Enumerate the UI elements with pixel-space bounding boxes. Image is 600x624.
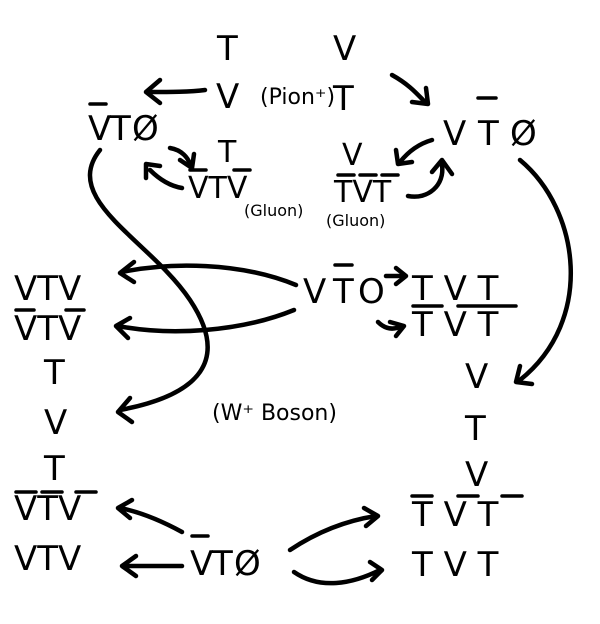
pion-t-bottom: T xyxy=(332,79,354,119)
arrow-right-loop-left xyxy=(397,137,435,165)
arrow-bottom-to-right-row2 xyxy=(291,567,383,586)
pion-group: T V V T (Pion⁺) xyxy=(216,29,356,119)
arrowhead-bottom-to-left-row2 xyxy=(119,553,139,579)
arrowhead-right-loop-up xyxy=(429,157,455,177)
left-top-node-o: Ø xyxy=(132,109,159,149)
right-stack-v-1: V xyxy=(465,357,488,397)
left-stack: VTV VTV T V T xyxy=(14,269,86,489)
arrowhead-left-loop-down xyxy=(177,151,197,171)
left-top-node-t: T xyxy=(109,109,131,149)
right-top-node-t: T xyxy=(477,114,499,154)
right-top-node-o: Ø xyxy=(510,114,537,154)
bottom-right-row-2: T V T xyxy=(411,545,499,585)
left-stack-t-2: T xyxy=(43,449,65,489)
gluon-left-row: VTV xyxy=(188,171,248,206)
left-stack-row-1: VTV xyxy=(14,269,81,309)
left-stack-row-2: VTV xyxy=(14,309,81,349)
right-stack-t: T xyxy=(464,409,486,449)
arrow-bottom-to-left-row1 xyxy=(117,505,185,535)
bottom-right-row-1: T V T xyxy=(411,495,499,535)
arrow-bottom-to-right-row1 xyxy=(287,513,379,553)
bottom-center-node: V T Ø xyxy=(190,534,261,584)
arrow-pion-to-left xyxy=(145,87,208,95)
right-top-node-v: V xyxy=(443,114,466,154)
arrowhead-pion-to-right xyxy=(409,85,431,107)
right-block-row-1: T V T xyxy=(411,269,499,309)
pion-v-bottom: V xyxy=(216,77,239,117)
right-top-node: V T Ø xyxy=(443,96,537,154)
bottom-node-v: V xyxy=(190,544,213,584)
arrowhead-bottom-to-right-row2 xyxy=(367,559,385,583)
arrowhead-pion-to-left xyxy=(143,77,163,106)
right-block: T V T T V T xyxy=(411,269,518,345)
middle-node-o: O xyxy=(358,272,385,312)
bottom-right-rows: T V T T V T xyxy=(410,494,524,585)
arrowhead-bottom-to-right-row1 xyxy=(361,505,381,529)
middle-center-node: V T O xyxy=(303,263,385,312)
arrow-right-loop-up xyxy=(405,162,445,199)
pion-v-top: V xyxy=(333,29,356,69)
left-top-node: V T Ø xyxy=(88,102,159,149)
gluon-left-label: (Gluon) xyxy=(244,201,303,220)
arrow-left-long-curve xyxy=(87,147,210,413)
pion-t-top: T xyxy=(216,29,238,69)
left-stack-v: V xyxy=(44,403,67,443)
arrowhead-left-loop-up xyxy=(143,161,163,181)
middle-node-t: T xyxy=(332,272,354,312)
arrowhead-right-long-curve xyxy=(513,363,535,387)
gluon-right-row: TVT xyxy=(333,175,392,210)
arrowhead-middle-to-left-row2 xyxy=(113,315,133,341)
arrow-pion-to-right xyxy=(389,72,428,105)
arrow-right-long-curve xyxy=(517,157,574,383)
bottom-left-rows: VTV VTV xyxy=(14,489,98,579)
arrow-middle-to-left-row2 xyxy=(115,307,297,334)
right-stack-v-2: V xyxy=(465,455,488,495)
left-top-node-v: V xyxy=(88,109,111,149)
arrowhead-middle-to-right-row1 xyxy=(393,265,409,287)
bottom-node-o: Ø xyxy=(234,544,261,584)
gluon-right-group: V TVT (Gluon) xyxy=(326,138,400,230)
bottom-left-row-2: VTV xyxy=(14,539,81,579)
arrowhead-right-loop-left xyxy=(393,147,415,167)
bottom-left-row-1: VTV xyxy=(14,489,81,529)
arrowhead-middle-to-right-row2 xyxy=(387,319,407,339)
arrowhead-middle-to-left-row1 xyxy=(117,259,137,285)
right-block-row-2: T V T xyxy=(411,305,499,345)
right-stack: V T V xyxy=(464,357,488,495)
left-stack-t-1: T xyxy=(43,353,65,393)
gluon-left-top: T xyxy=(217,135,237,170)
middle-node-v: V xyxy=(303,272,326,312)
pion-label: (Pion⁺) xyxy=(260,85,335,110)
gluon-left-group: T VTV (Gluon) xyxy=(188,135,303,220)
gluon-right-top: V xyxy=(342,138,363,173)
gluon-right-label: (Gluon) xyxy=(326,211,385,230)
wboson-label: (W⁺ Boson) xyxy=(212,401,337,426)
arrowhead-bottom-to-left-row1 xyxy=(115,497,135,521)
arrowhead-left-long-curve xyxy=(115,395,135,425)
bottom-node-t: T xyxy=(211,544,233,584)
arrow-middle-to-left-row1 xyxy=(119,263,299,288)
arrow-left-loop-up xyxy=(147,167,185,191)
arrow-left-loop-down xyxy=(167,145,193,167)
